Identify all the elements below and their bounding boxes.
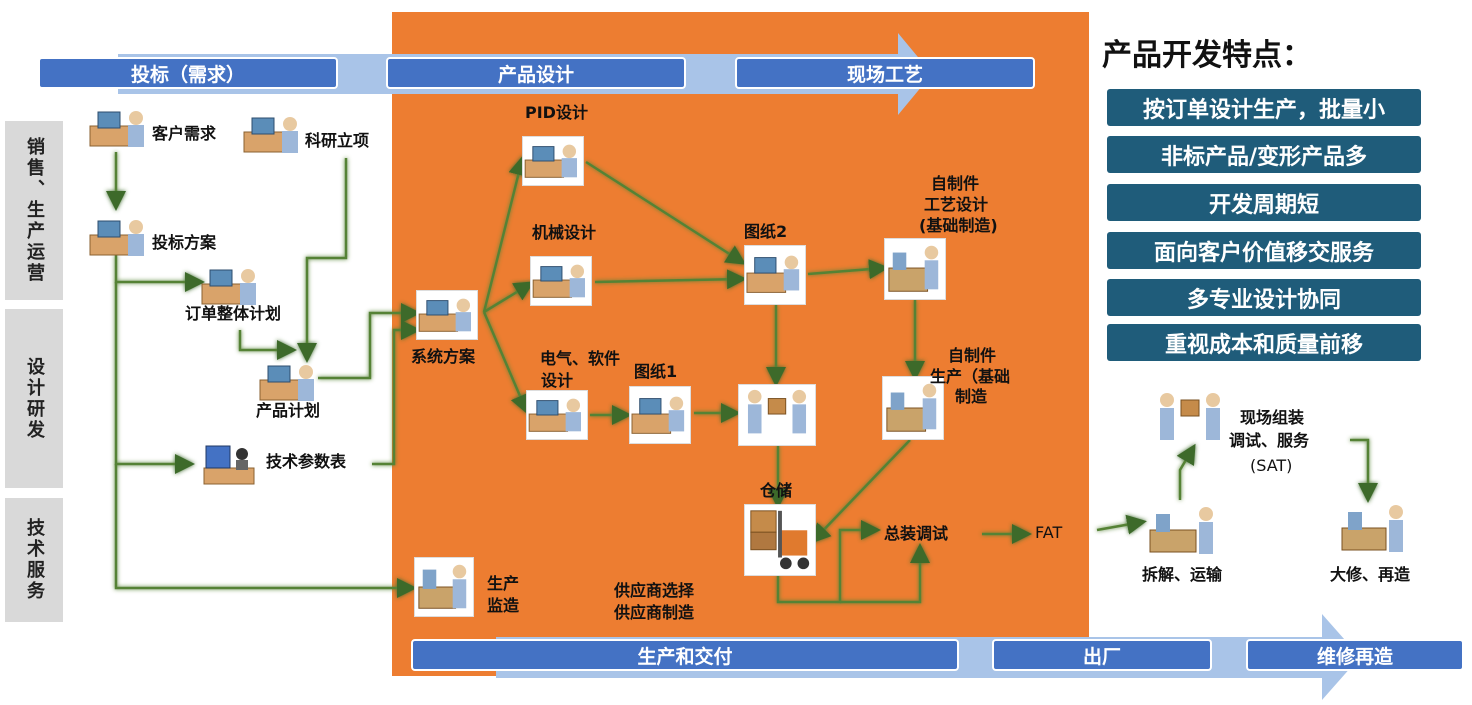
label-production-1: 生产 (487, 574, 520, 593)
self-made-production-icon (882, 376, 944, 440)
label-onsite-2: 调试、服务 (1229, 431, 1310, 450)
label-drawing1: 图纸1 (634, 362, 678, 381)
lane-tech-service: 技术服务 (5, 498, 63, 622)
label-onsite-1: 现场组装 (1240, 408, 1305, 427)
tech-params-icon (203, 445, 255, 485)
self-made-process-icon (884, 238, 946, 300)
label-warehouse: 仓储 (760, 481, 793, 500)
label-overhaul: 大修、再造 (1330, 565, 1411, 584)
phase-bidding: 投标（需求） (38, 57, 338, 89)
design-production-zone (392, 12, 1089, 676)
system-plan-icon (416, 290, 478, 340)
label-elec-design-1: 电气、软件 (540, 349, 621, 368)
label-customer-need: 客户需求 (152, 124, 217, 143)
disassembly-icon (1149, 507, 1213, 554)
feature-item: 开发周期短 (1107, 184, 1421, 221)
phase-production-delivery: 生产和交付 (411, 639, 959, 671)
label-self-made-process-1: 自制件 (931, 174, 980, 193)
label-self-made-prod-1: 自制件 (948, 346, 997, 365)
feature-item: 按订单设计生产，批量小 (1107, 89, 1421, 126)
drawing1-icon (629, 386, 691, 444)
label-product-plan: 产品计划 (256, 401, 321, 420)
label-onsite-3: (SAT) (1250, 456, 1293, 475)
label-production-2: 监造 (487, 596, 520, 615)
label-supplier-1: 供应商选择 (614, 581, 695, 600)
product-plan-icon (259, 365, 314, 401)
label-self-made-prod-2: 生产（基础 (930, 367, 1011, 386)
label-fat: FAT (1035, 523, 1063, 542)
handover-icon (738, 384, 816, 446)
onsite-assembly-icon (1160, 393, 1220, 440)
label-pid-design: PID设计 (525, 103, 588, 122)
label-self-made-process-3: (基础制造) (919, 216, 998, 235)
overhaul-icon (1341, 505, 1403, 552)
label-system-plan: 系统方案 (411, 347, 476, 366)
mech-design-icon (530, 256, 592, 306)
feature-item: 面向客户价值移交服务 (1107, 232, 1421, 269)
order-plan-icon (201, 269, 256, 305)
label-order-plan: 订单整体计划 (185, 304, 282, 323)
feature-item: 多专业设计协同 (1107, 279, 1421, 316)
production-supervision-icon (414, 557, 474, 617)
phase-onsite-process: 现场工艺 (735, 57, 1035, 89)
label-disassembly: 拆解、运输 (1142, 565, 1223, 584)
lane-sales-operations: 销售、生产运营 (5, 121, 63, 300)
label-self-made-prod-3: 制造 (955, 387, 988, 406)
pid-design-icon (522, 136, 584, 186)
label-research-project: 科研立项 (305, 131, 370, 150)
feature-item: 非标产品/变形产品多 (1107, 136, 1421, 173)
label-supplier-2: 供应商制造 (614, 603, 695, 622)
label-elec-design-2: 设计 (541, 371, 574, 390)
lane-design-rd: 设计研发 (5, 309, 63, 488)
label-tech-params: 技术参数表 (266, 452, 347, 471)
drawing2-icon (744, 245, 806, 305)
elec-design-icon (526, 390, 588, 440)
label-bid-plan: 投标方案 (152, 233, 217, 252)
label-drawing2: 图纸2 (744, 222, 788, 241)
customer-need-icon (89, 111, 144, 147)
features-title: 产品开发特点： (1102, 38, 1312, 73)
phase-product-design: 产品设计 (386, 57, 686, 89)
phase-shipping: 出厂 (992, 639, 1212, 671)
label-mech-design: 机械设计 (532, 223, 597, 242)
label-self-made-process-2: 工艺设计 (924, 195, 989, 214)
warehouse-forklift-icon (744, 504, 816, 576)
label-assembly: 总装调试 (884, 524, 949, 543)
research-project-icon (243, 117, 298, 153)
phase-overhaul: 维修再造 (1246, 639, 1464, 671)
feature-item: 重视成本和质量前移 (1107, 324, 1421, 361)
bid-plan-icon (89, 220, 144, 256)
